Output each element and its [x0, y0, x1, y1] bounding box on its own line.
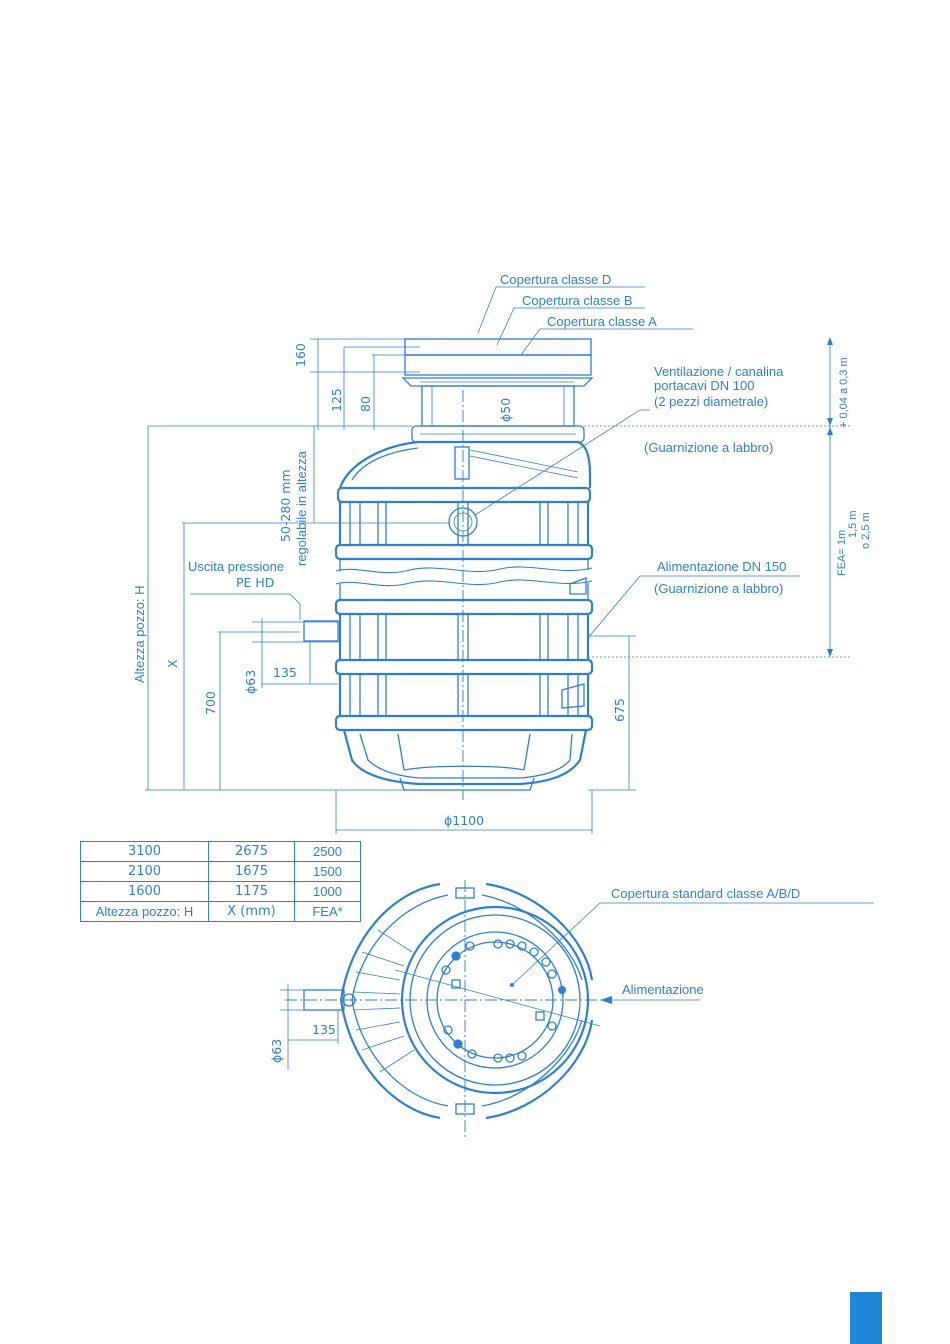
dim-80: 80: [358, 396, 373, 412]
dim-135-side: 135: [273, 665, 297, 680]
table-cell: 2675: [208, 841, 295, 862]
label-outlet-1: Uscita pressione: [188, 559, 284, 574]
table-row: 1600 1175 1000: [80, 881, 361, 902]
label-fea-1: FEA= 1m: [836, 530, 848, 576]
left-dimensions: Altezza pozzo: H X 50-280 mm regolabile …: [132, 425, 450, 791]
dim-phi63-plan: ϕ63: [269, 1039, 284, 1063]
page-tab: [850, 1294, 882, 1344]
label-lip-seal-top: (Guarnizione a labbro): [644, 440, 773, 455]
label-x: X: [165, 659, 180, 668]
dim-phi50: ϕ50: [498, 398, 513, 422]
label-vent-3: (2 pezzi diametrale): [654, 394, 768, 409]
label-cover-a: Copertura classe A: [547, 314, 657, 329]
label-std-cover: Copertura standard classe A/B/D: [611, 886, 800, 901]
height-table: 3100 2675 2500 2100 1675 1500 1600 1175 …: [80, 841, 361, 922]
top-dimensions: 160 125 80 ϕ50: [293, 338, 513, 430]
label-outlet-2: PE HD: [236, 575, 274, 590]
cover-callouts: Copertura classe D Copertura classe B Co…: [477, 272, 693, 356]
dim-160: 160: [293, 343, 308, 367]
table-cell: 1675: [208, 861, 295, 882]
label-offset: + 0,04 a 0,3 m: [838, 357, 850, 428]
table-row: 3100 2675 2500: [80, 841, 361, 862]
tank-plan-view: Alimentazione Copertura standard classe …: [269, 880, 874, 1140]
table-cell: 1500: [294, 861, 361, 882]
label-fea-3: o 2,5 m: [860, 512, 872, 549]
table-cell: 1600: [80, 881, 209, 902]
label-fea-2: 1,5 m: [847, 510, 859, 538]
label-inlet: Alimentazione DN 150: [657, 559, 786, 574]
dim-125: 125: [329, 388, 344, 412]
table-header-row: Altezza pozzo: H X (mm) FEA*: [80, 901, 361, 922]
label-well-height: Altezza pozzo: H: [132, 585, 147, 683]
table-header-cell: FEA*: [294, 901, 361, 922]
right-callouts: Ventilazione / canalina portacavi DN 100…: [335, 337, 872, 834]
label-cover-b: Copertura classe B: [522, 293, 633, 308]
label-feed: Alimentazione: [622, 982, 704, 997]
tank-side-view: [334, 390, 594, 800]
label-vent-1: Ventilazione / canalina: [654, 364, 784, 379]
dim-phi63-side: ϕ63: [243, 670, 258, 694]
table-cell: 2100: [80, 861, 209, 882]
dim-700: 700: [203, 691, 218, 715]
table-row: 2100 1675 1500: [80, 861, 361, 882]
table-cell: 1175: [208, 881, 295, 902]
table-cell: 1000: [294, 881, 361, 902]
label-vent-2: portacavi DN 100: [654, 378, 754, 393]
label-lip-seal-inlet: (Guarnizione a labbro): [654, 581, 783, 596]
table-header-cell: Altezza pozzo: H: [80, 901, 209, 922]
label-cover-d: Copertura classe D: [500, 272, 611, 287]
label-adjust-height: regolabile in altezza: [294, 450, 309, 566]
page-tab-rule: [850, 1292, 882, 1294]
dim-phi1100: ϕ1100: [444, 813, 484, 828]
dim-135-plan: 135: [312, 1022, 336, 1037]
table-header-cell: X (mm): [208, 901, 295, 922]
label-adjust-range: 50-280 mm: [278, 469, 293, 542]
table-cell: 3100: [80, 841, 209, 862]
dim-675: 675: [612, 698, 627, 722]
table-cell: 2500: [294, 841, 361, 862]
cover-assembly: [401, 338, 594, 443]
